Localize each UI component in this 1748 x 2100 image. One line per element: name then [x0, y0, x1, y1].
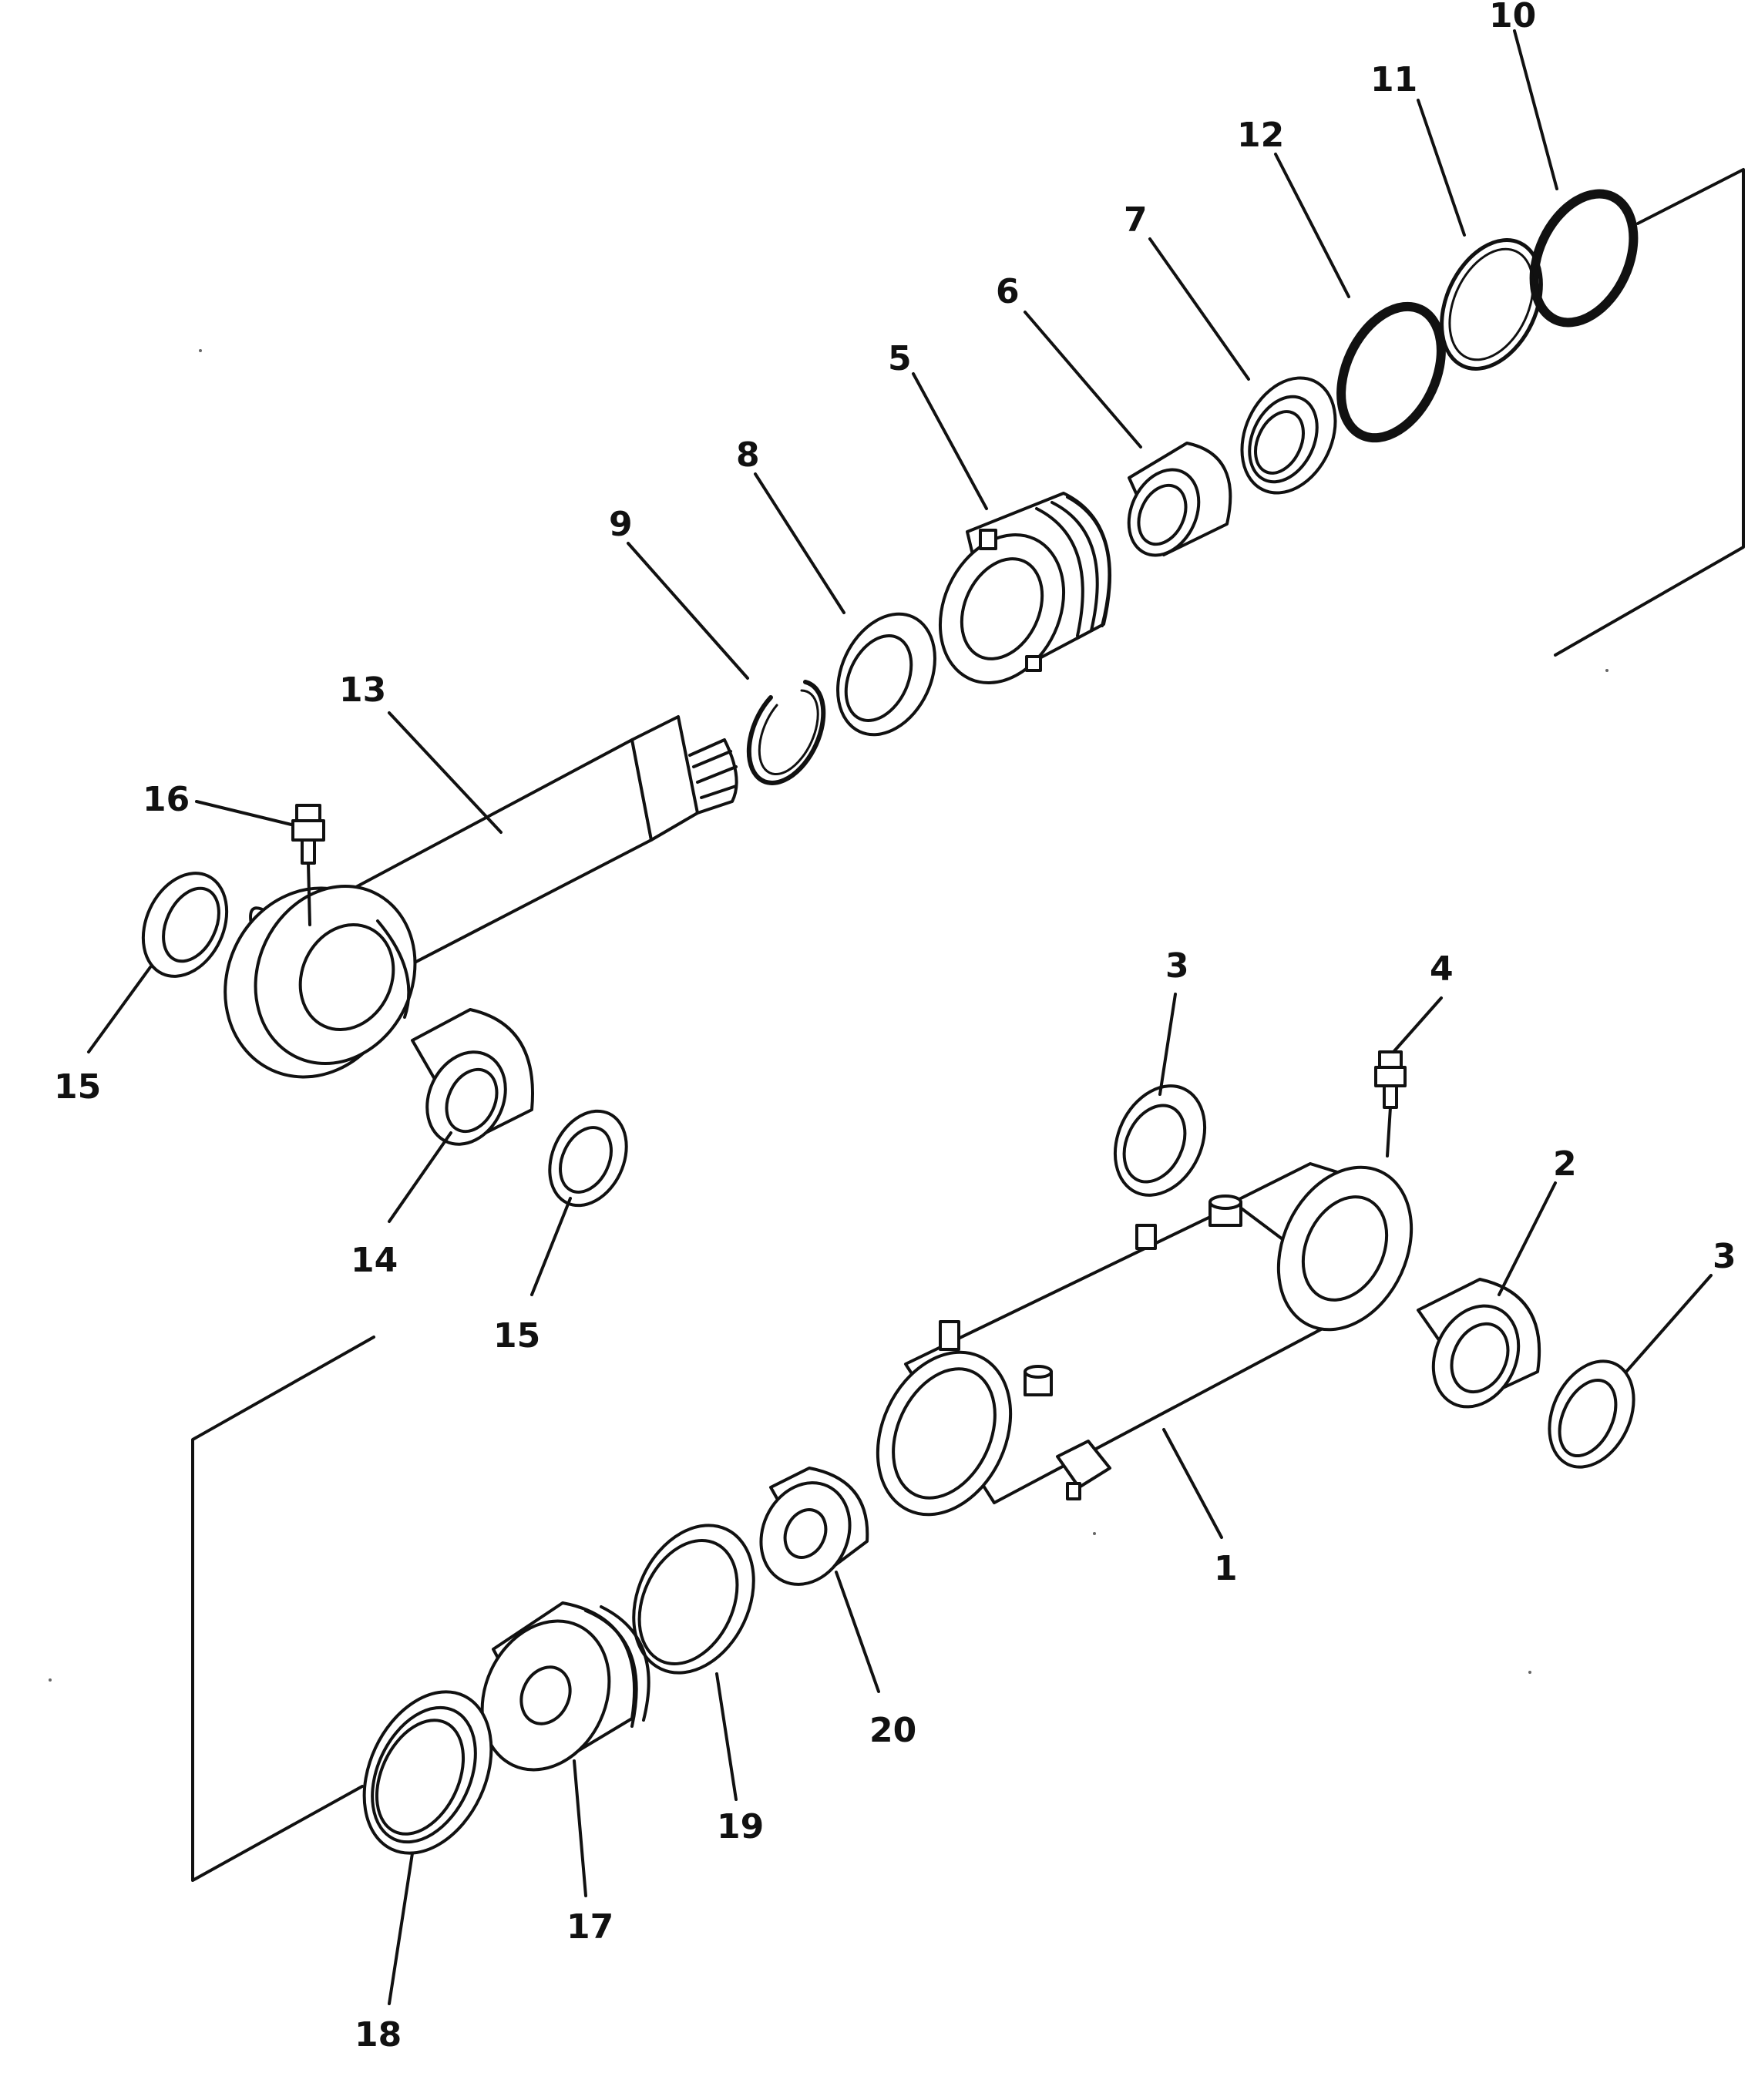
callout-13: 13	[339, 670, 386, 710]
part-16-grease-fitting	[291, 804, 325, 926]
lower-kit-bracket	[191, 1336, 375, 1882]
part-15-dust-seal-right	[548, 1109, 628, 1208]
callout-15-right: 15	[493, 1316, 540, 1356]
part-9-snap-ring	[746, 680, 826, 785]
callout-12: 12	[1237, 116, 1284, 155]
part-1-cylinder-tube	[876, 1162, 1414, 1517]
callout-20: 20	[869, 1711, 916, 1750]
callout-10: 10	[1489, 0, 1536, 35]
part-15-dust-seal-left	[141, 872, 229, 978]
part-19-ring	[632, 1524, 755, 1675]
part-11-backup-ring	[1440, 238, 1543, 371]
part-10-oring	[1529, 189, 1639, 328]
part-3-dust-seal-right	[1548, 1359, 1635, 1469]
part-13-piston-rod	[224, 715, 738, 1079]
part-6-bushing	[1127, 442, 1232, 557]
callout-8: 8	[736, 435, 760, 475]
part-20-nut	[759, 1467, 869, 1586]
callout-9: 9	[609, 505, 633, 544]
part-17-piston	[480, 1601, 650, 1772]
part-4-grease-fitting	[1374, 1050, 1407, 1158]
part-14-bushing	[411, 1008, 534, 1146]
part-12-oring	[1336, 301, 1446, 443]
callout-19: 19	[717, 1807, 764, 1846]
callout-6: 6	[996, 272, 1020, 311]
scan-speckles	[49, 349, 1608, 1682]
callout-7: 7	[1124, 200, 1148, 240]
part-7-dust-seal	[1240, 376, 1337, 495]
callout-17: 17	[566, 1907, 613, 1947]
callout-3-upper: 3	[1165, 946, 1189, 986]
part-8-packing	[836, 612, 936, 737]
callout-4: 4	[1430, 949, 1454, 989]
upper-kit-bracket	[1554, 168, 1745, 657]
part-18-wear-ring	[362, 1690, 493, 1855]
callout-5: 5	[888, 339, 912, 378]
callout-18: 18	[355, 2015, 402, 2055]
leader-lines	[87, 29, 1713, 2005]
callout-labels: 10 11 12 7 6 5 8 9 13 16 15 14 15 3 4 2 …	[54, 0, 1736, 2055]
callout-1: 1	[1214, 1549, 1238, 1588]
callout-3-right: 3	[1713, 1237, 1736, 1276]
callout-15-left: 15	[54, 1067, 101, 1107]
callout-14: 14	[351, 1241, 398, 1280]
part-2-bushing	[1417, 1278, 1541, 1409]
part-3-dust-seal-upper	[1113, 1084, 1207, 1197]
callout-2: 2	[1553, 1144, 1577, 1184]
callout-11: 11	[1370, 60, 1417, 99]
callout-16: 16	[143, 780, 190, 819]
part-5-cylinder-head	[938, 492, 1112, 685]
